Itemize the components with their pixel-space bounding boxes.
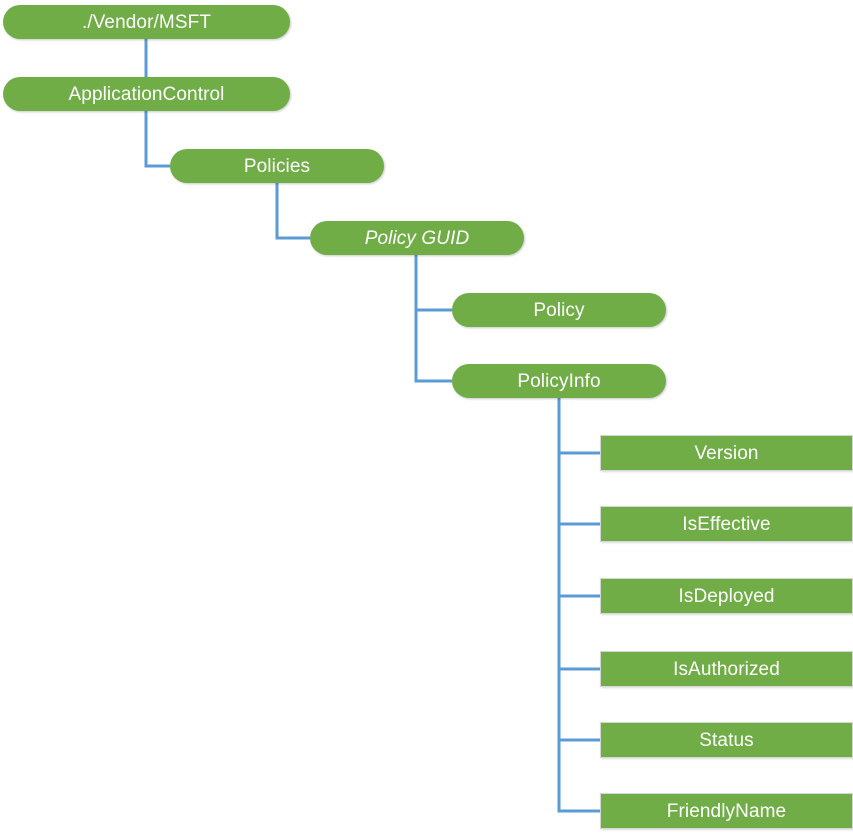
edge-policyinfo-to-isauthorized [557,398,600,671]
node-policy: Policy [452,293,666,327]
node-label-is-authorized: IsAuthorized [673,658,780,680]
node-label-vendor-msft: ./Vendor/MSFT [81,11,212,33]
node-label-status: Status [699,729,754,751]
node-label-policy-guid: Policy GUID [364,227,470,249]
node-version: Version [600,435,853,471]
node-label-is-effective: IsEffective [682,513,771,535]
node-policy-info: PolicyInfo [452,364,666,398]
edge-policyinfo-to-version [557,398,600,455]
edge-policyguid-to-policyinfo [414,255,452,383]
node-status: Status [600,722,853,758]
node-label-is-deployed: IsDeployed [678,585,775,607]
edge-policyinfo-to-friendlyname [557,398,600,813]
node-is-authorized: IsAuthorized [600,651,853,687]
edge-policyinfo-to-status [557,398,600,742]
node-label-version: Version [694,442,759,464]
node-application-control: ApplicationControl [3,77,290,111]
node-friendly-name: FriendlyName [600,793,853,829]
node-label-policy-info: PolicyInfo [517,370,601,392]
node-label-friendly-name: FriendlyName [666,800,787,822]
edge-policyguid-to-policy [414,255,452,312]
edge-appcontrol-to-policies [144,111,170,168]
node-policy-guid: Policy GUID [310,221,524,255]
edge-policyinfo-to-iseffective [557,398,600,526]
edge-policies-to-policyguid [275,183,310,240]
node-is-effective: IsEffective [600,506,853,542]
node-vendor-msft: ./Vendor/MSFT [3,5,290,39]
node-label-policy: Policy [533,299,585,321]
node-label-application-control: ApplicationControl [68,83,225,105]
node-is-deployed: IsDeployed [600,578,853,614]
node-label-policies: Policies [243,155,311,177]
node-policies: Policies [170,149,384,183]
edge-policyinfo-to-isdeployed [557,398,600,598]
